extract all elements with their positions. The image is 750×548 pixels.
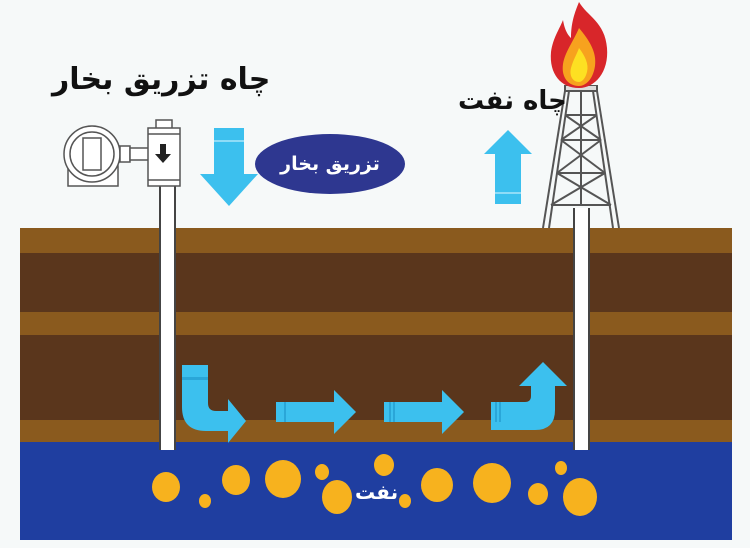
soil-layer-dark-2 (20, 335, 732, 420)
oil-droplet (399, 494, 411, 508)
steam-flow-arrow-right-2 (384, 390, 464, 434)
soil-layer-light-2 (20, 312, 732, 335)
steam-flow-arrow-bend-up (491, 362, 567, 430)
soil-layer-dark-1 (20, 253, 732, 312)
oil-up-arrow-icon (484, 130, 532, 204)
oil-well-label: چاه نفت (458, 86, 567, 116)
oil-droplet (199, 494, 211, 508)
oil-droplet (473, 463, 511, 503)
oil-derrick-icon (542, 85, 620, 229)
oil-droplet (555, 461, 567, 475)
oil-droplet (265, 460, 301, 498)
steam-injection-badge: تزریق بخار (255, 134, 405, 194)
down-arrow-icon (155, 144, 171, 163)
oil-reservoir (20, 442, 732, 540)
oil-droplet (421, 468, 453, 502)
oil-droplet (322, 480, 352, 514)
oil-well-pipe (573, 208, 590, 450)
steam-injection-wellhead-icon (63, 119, 181, 187)
steam-injection-label: تزریق بخار (280, 153, 380, 175)
oil-droplet (222, 465, 250, 495)
soil-layer-light-1 (20, 228, 732, 253)
steam-flow-arrow-bend-down (182, 365, 246, 443)
oil-droplet (563, 478, 597, 516)
oil-droplet (374, 454, 394, 476)
steam-flow-arrow-right-1 (276, 390, 356, 434)
oil-label: نفت (355, 480, 399, 504)
oil-droplet (152, 472, 180, 502)
oil-droplet (315, 464, 329, 480)
injection-well-label: چاه تزریق بخار (52, 62, 271, 97)
oil-droplet (528, 483, 548, 505)
flame-icon (550, 2, 608, 88)
injection-well-pipe (159, 186, 176, 450)
steam-down-arrow-icon (200, 128, 258, 206)
